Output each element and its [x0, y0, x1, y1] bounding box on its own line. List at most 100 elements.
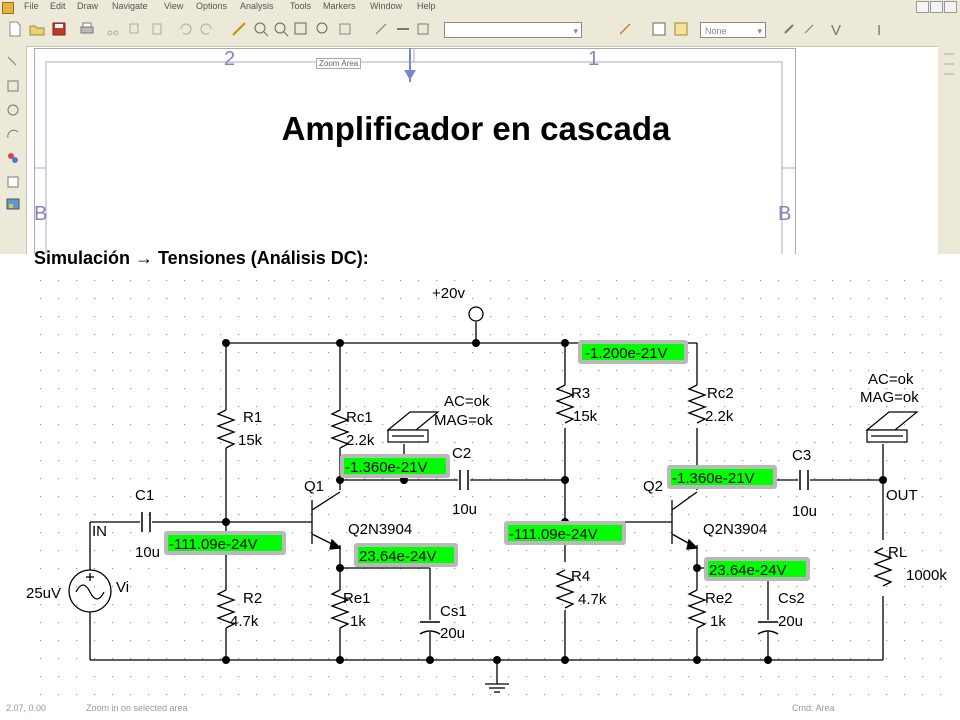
re2-name: Re2 [705, 590, 733, 607]
vcc-terminal[interactable] [468, 306, 484, 322]
open-folder-icon[interactable] [28, 20, 46, 38]
printer-icon[interactable] [865, 411, 919, 443]
voltage-probe-q1-emitter[interactable]: 23.64e-24V [354, 543, 458, 567]
edit-symbol-icon[interactable] [616, 20, 634, 38]
place-bus-icon[interactable] [394, 20, 412, 38]
r3-value: 15k [573, 408, 598, 425]
right-scroll-strip[interactable] [938, 46, 960, 254]
status-bar: 2.07, 0.00 Zoom in on selected area Cmd:… [0, 700, 960, 720]
printer-icon[interactable] [386, 411, 440, 443]
resistor-r4[interactable] [555, 569, 575, 609]
rc1-value: 2.2k [346, 432, 375, 449]
toolbar: ▾ None▾ V I [0, 14, 960, 47]
resistor-re2[interactable] [687, 589, 707, 629]
scroll-marker-icon[interactable] [942, 50, 956, 90]
colors-icon[interactable] [5, 150, 21, 166]
source-vi[interactable] [68, 569, 112, 613]
rc1-name: Rc1 [346, 409, 373, 426]
transistor-q2[interactable] [671, 491, 699, 550]
zoom-fit-icon[interactable] [314, 20, 332, 38]
c2-name: C2 [452, 445, 471, 462]
resistor-rc2[interactable] [687, 384, 707, 424]
current-marker-icon[interactable]: I [872, 20, 890, 38]
chevron-down-icon[interactable]: ▾ [573, 26, 578, 36]
vi-value: 25uV [26, 585, 61, 602]
draw-arc-icon[interactable] [5, 126, 21, 142]
menu-view[interactable]: View [164, 1, 184, 11]
menu-navigate[interactable]: Navigate [112, 1, 148, 11]
c2-value: 10u [452, 501, 477, 518]
resistor-r1[interactable] [216, 409, 236, 449]
restore-icon[interactable] [930, 1, 943, 13]
r4-name: R4 [571, 568, 590, 585]
capacitor-c3[interactable] [799, 470, 809, 490]
menu-edit[interactable]: Edit [50, 1, 66, 11]
voltage-marker-icon[interactable]: V [828, 20, 846, 38]
draw-box-icon[interactable] [5, 78, 21, 94]
menu-window[interactable]: Window [370, 1, 403, 11]
voltage-probe-q2-emitter[interactable]: 23.64e-24V [704, 557, 810, 581]
voltage-probe-vcc-right[interactable]: -1.200e-21V [578, 340, 688, 364]
resistor-rl[interactable] [873, 547, 893, 587]
capacitor-cs1[interactable] [419, 621, 441, 635]
redraw-icon[interactable] [336, 20, 354, 38]
place-block-icon[interactable] [414, 20, 432, 38]
zoom-in-icon[interactable] [252, 20, 270, 38]
voltage-probe-q1-collector[interactable]: -1.360e-21V [340, 454, 450, 478]
capacitor-c2[interactable] [459, 470, 469, 490]
edit-stimulus-icon[interactable] [672, 20, 690, 38]
text-icon[interactable] [5, 174, 21, 190]
draw-wire-icon[interactable] [230, 20, 248, 38]
vi-name: Vi [116, 579, 129, 596]
voltage-probe-q2-base[interactable]: -111.09e-24V [504, 521, 626, 545]
status-message: Zoom in on selected area [86, 703, 188, 713]
paste-icon[interactable] [148, 20, 166, 38]
voltage-probe-q2-collector[interactable]: -1.360e-21V [667, 465, 777, 489]
menu-draw[interactable]: Draw [77, 1, 99, 11]
supply-label: +20v [432, 285, 465, 302]
page-title: Amplificador en cascada [281, 110, 671, 147]
place-part-icon[interactable] [372, 20, 390, 38]
part-name-combo[interactable]: ▾ [444, 22, 582, 38]
menu-help[interactable]: Help [417, 1, 436, 11]
setup-icon[interactable] [780, 20, 798, 38]
chevron-down-icon[interactable]: ▾ [757, 26, 762, 36]
copy-icon[interactable] [126, 20, 144, 38]
zoom-area-icon[interactable] [292, 20, 310, 38]
app-icon[interactable] [2, 2, 14, 14]
menu-analysis[interactable]: Analysis [240, 1, 274, 11]
select-icon[interactable] [5, 54, 21, 70]
menu-tools[interactable]: Tools [290, 1, 312, 11]
cut-icon[interactable] [104, 20, 122, 38]
resistor-r2[interactable] [216, 589, 236, 629]
save-icon[interactable] [50, 20, 68, 38]
row-label-left: B [34, 203, 48, 225]
print-icon[interactable] [78, 20, 96, 38]
ground-symbol[interactable] [485, 683, 509, 693]
style-combo[interactable]: None▾ [700, 22, 766, 38]
resistor-r3[interactable] [555, 384, 575, 424]
transistor-q1[interactable] [311, 491, 342, 550]
probe-icon[interactable] [800, 20, 818, 38]
menu-file[interactable]: File [24, 1, 39, 11]
minimize-icon[interactable] [916, 1, 929, 13]
printer1-ac: AC=ok [444, 393, 490, 410]
capacitor-c1[interactable] [141, 512, 151, 532]
capacitor-cs2[interactable] [757, 621, 779, 635]
redo-icon[interactable] [198, 20, 216, 38]
menu-options[interactable]: Options [196, 1, 228, 11]
resistor-rc1[interactable] [330, 409, 350, 449]
menu-bar: File Edit Draw Navigate View Options Ana… [0, 0, 960, 14]
close-icon[interactable] [944, 1, 957, 13]
simulation-settings-icon[interactable] [650, 20, 668, 38]
draw-circle-icon[interactable] [5, 102, 21, 118]
new-file-icon[interactable] [6, 20, 24, 38]
resistor-re1[interactable] [330, 589, 350, 629]
picture-icon[interactable] [5, 196, 21, 212]
junction-dots [222, 339, 887, 664]
menu-markers[interactable]: Markers [323, 1, 356, 11]
undo-icon[interactable] [176, 20, 194, 38]
voltage-probe-q1-base[interactable]: -111.09e-24V [164, 531, 286, 555]
zoom-out-icon[interactable] [272, 20, 290, 38]
c3-value: 10u [792, 503, 817, 520]
